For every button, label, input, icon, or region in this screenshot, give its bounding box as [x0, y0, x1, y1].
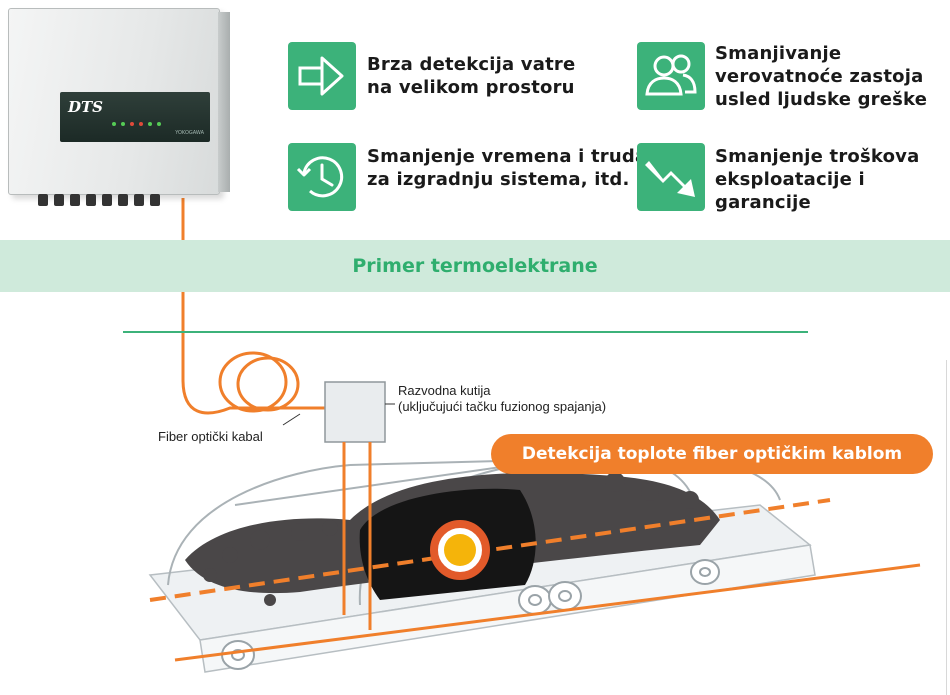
dts-device: DTS YOKOGAWA	[8, 8, 230, 206]
feature-line: verovatnoće zastoja	[715, 66, 924, 87]
junction-box-label: Razvodna kutija (uključujući tačku fuzio…	[398, 383, 606, 415]
conveyor-rollers	[221, 559, 720, 670]
cable-gland	[102, 194, 112, 206]
feature-text-costs: Smanjenje troškova eksploatacije i garan…	[715, 145, 950, 214]
section-band	[0, 240, 950, 292]
users-icon	[637, 42, 705, 110]
led-indicator	[112, 122, 116, 126]
section-divider	[123, 331, 808, 333]
hotspot-core	[444, 534, 476, 566]
fiber-label-pointer	[282, 413, 301, 426]
feature-text-fire-detection: Brza detekcija vatre na velikom prostoru	[367, 53, 575, 99]
right-border-line	[946, 360, 947, 695]
cable-gland	[118, 194, 128, 206]
led-indicator	[130, 122, 134, 126]
led-indicator	[121, 122, 125, 126]
cable-gland	[38, 194, 48, 206]
cable-gland	[54, 194, 64, 206]
conveyor-frame	[199, 544, 816, 673]
cable-gland	[150, 194, 160, 206]
feature-line: za izgradnju sistema, itd.	[367, 169, 630, 190]
junction-box-label-line2: (uključujući tačku fuzionog spajanja)	[398, 399, 607, 414]
conveyor-illustration	[148, 449, 921, 673]
led-indicator	[139, 122, 143, 126]
feature-line: Smanjivanje	[715, 43, 842, 64]
trend-down-icon	[637, 143, 705, 211]
led-indicator	[157, 122, 161, 126]
feature-text-build-time: Smanjenje vremena i truda za izgradnju s…	[367, 145, 647, 191]
led-indicator	[148, 122, 152, 126]
junction-box	[324, 381, 386, 443]
feature-line: Smanjenje vremena i truda	[367, 146, 648, 167]
section-title: Primer termoelektrane	[352, 255, 598, 277]
cable-glands	[38, 194, 198, 206]
fiber-run-dashed	[149, 498, 831, 602]
feature-text-human-error: Smanjivanje verovatnoće zastoja usled lj…	[715, 42, 927, 111]
fiber-cable-label: Fiber optički kabal	[158, 429, 263, 444]
cable-gland	[86, 194, 96, 206]
device-brand: YOKOGAWA	[175, 130, 204, 136]
device-logo: DTS	[68, 98, 104, 116]
feature-line: na velikom prostoru	[367, 77, 575, 98]
device-leds	[112, 122, 161, 126]
cable-gland	[134, 194, 144, 206]
device-cabinet-side	[218, 12, 230, 192]
fiber-coil	[218, 351, 300, 413]
device-front-panel: DTS YOKOGAWA	[60, 92, 210, 142]
clock-icon	[288, 143, 356, 211]
feature-line: usled ljudske greške	[715, 89, 928, 110]
arrow-right-icon	[288, 42, 356, 110]
cable-gland	[70, 194, 80, 206]
junction-box-label-line1: Razvodna kutija	[398, 383, 491, 398]
feature-line: Smanjenje troškova	[715, 146, 920, 167]
fiber-path-device	[181, 198, 330, 415]
feature-line: Brza detekcija vatre	[367, 54, 576, 75]
feature-line: eksploatacije i garancije	[715, 169, 865, 213]
detection-label: Detekcija toplote fiber optičkim kablom	[491, 434, 933, 474]
fiber-run-bottom	[174, 563, 921, 662]
